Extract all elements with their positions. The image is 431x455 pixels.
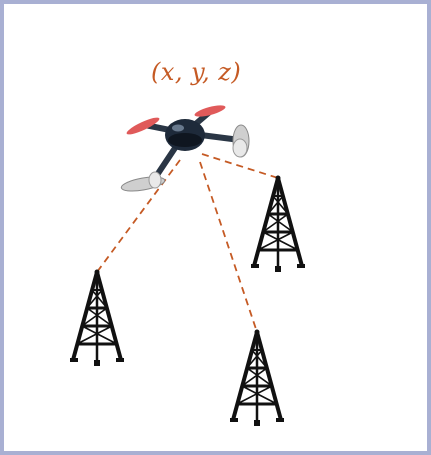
tower-icon <box>249 173 307 274</box>
drone-icon <box>120 105 250 192</box>
range-line-right <box>201 153 279 179</box>
range-line-bottom <box>199 161 258 333</box>
range-lines <box>96 153 279 333</box>
drone-coordinate-label: (x, y, z) <box>151 58 242 86</box>
range-line-left <box>96 159 181 273</box>
tower-icon <box>228 327 286 428</box>
tower-icon <box>68 267 126 368</box>
